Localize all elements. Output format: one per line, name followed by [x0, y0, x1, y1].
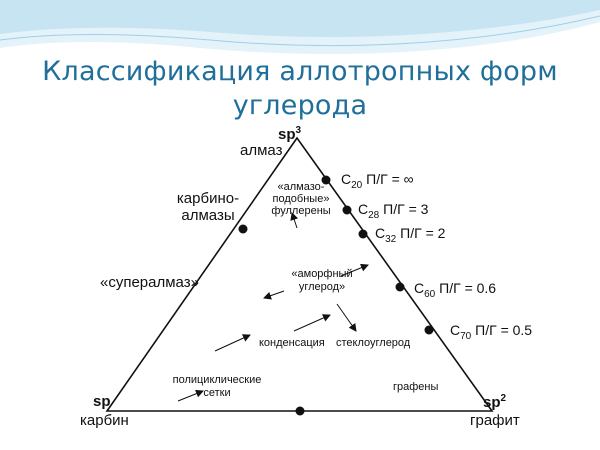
label-amorphous-carbon: «аморфный углерод» — [291, 268, 353, 293]
dot-c28 — [342, 205, 352, 215]
arrow-amorphous-right — [340, 263, 369, 277]
vertex-right-name: графит — [470, 412, 520, 429]
label-graphenes: графены — [393, 381, 439, 393]
label-condensation: конденсация — [259, 337, 325, 349]
page-title-line2: углерода — [232, 90, 368, 121]
arrow-to-fullerenes — [290, 212, 299, 229]
vertex-top-hybrid: sp3 — [278, 125, 302, 143]
label-fullerene-c32: C32 П/Г = 2 — [375, 225, 446, 245]
vertex-left-name: карбин — [80, 412, 129, 429]
label-polycyclic-networks: полициклические сетки — [172, 374, 262, 399]
label-fullerene-c70: C70 П/Г = 0.5 — [450, 322, 533, 342]
arrow-amorphous-left — [263, 290, 285, 300]
arrow-polycyclic — [214, 334, 251, 352]
page-title-line1: Классификация аллотропных форм — [42, 56, 558, 87]
arrow-from-polycyclic — [177, 389, 204, 402]
arrow-to-glassy — [336, 303, 357, 332]
dot-c32 — [358, 229, 368, 239]
label-diamondlike-fullerenes: «алмазо- подобные» фуллерены — [271, 181, 331, 217]
label-superdiamond: «суперaлмаз» — [100, 274, 199, 291]
label-fullerene-c60: C60 П/Г = 0.6 — [414, 280, 497, 300]
header-wave-mid — [0, 0, 600, 37]
dot-bottom-edge — [295, 406, 305, 416]
arrow-condensation — [293, 314, 331, 332]
header-wave-line — [0, 15, 600, 47]
dot-carbino-diamonds — [238, 224, 248, 234]
label-glassy-carbon: стеклоуглерод — [336, 337, 411, 349]
dot-c60 — [395, 282, 405, 292]
label-carbino-diamonds: карбино- алмазы — [176, 190, 240, 224]
vertex-right-hybrid: sp2 — [483, 393, 507, 411]
vertex-top-name: алмаз — [240, 142, 283, 159]
dot-c70 — [424, 325, 434, 335]
dot-c20 — [321, 175, 331, 185]
vertex-left-hybrid: sp — [93, 393, 111, 410]
label-fullerene-c20: C20 П/Г = ∞ — [341, 171, 414, 191]
label-fullerene-c28: C28 П/Г = 3 — [358, 201, 429, 221]
